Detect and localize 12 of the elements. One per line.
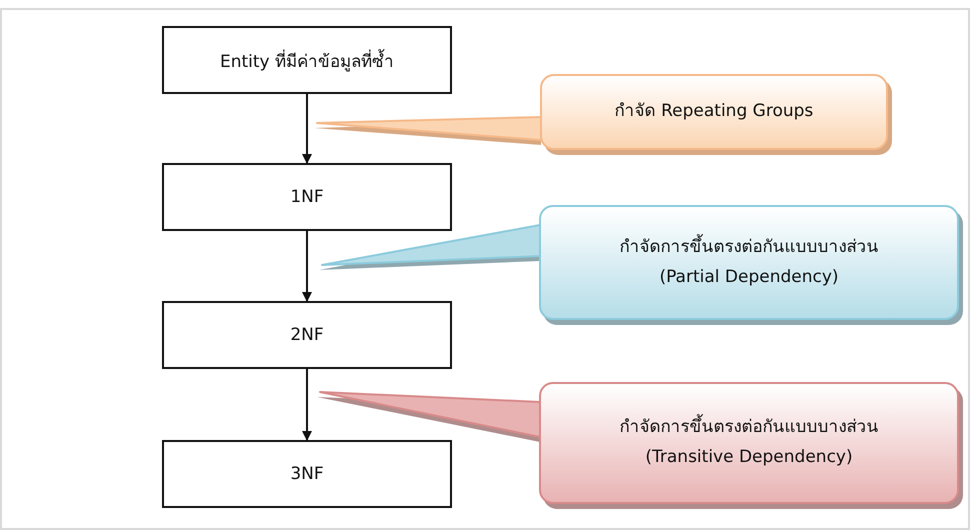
process-box: Entity ที่มีค่าข้อมูลที่ซ้ำ: [162, 26, 452, 94]
process-box: 1NF: [162, 163, 452, 231]
process-box: 2NF: [162, 301, 452, 369]
callout-box: กำจัดการขึ้นตรงต่อกันแบบบางส่วน (Partial Dependency): [539, 205, 959, 320]
callout-box: กำจัด Repeating Groups: [540, 74, 888, 150]
callout-pointer: [317, 391, 541, 442]
arrow: [302, 231, 312, 302]
callout-box: กำจัดการขึ้นตรงต่อกันแบบบางส่วน (Transitive Dependency): [539, 382, 959, 504]
callout-pointer: [314, 116, 542, 145]
process-box: 3NF: [162, 440, 452, 508]
arrow: [302, 94, 312, 164]
arrow: [302, 369, 312, 441]
